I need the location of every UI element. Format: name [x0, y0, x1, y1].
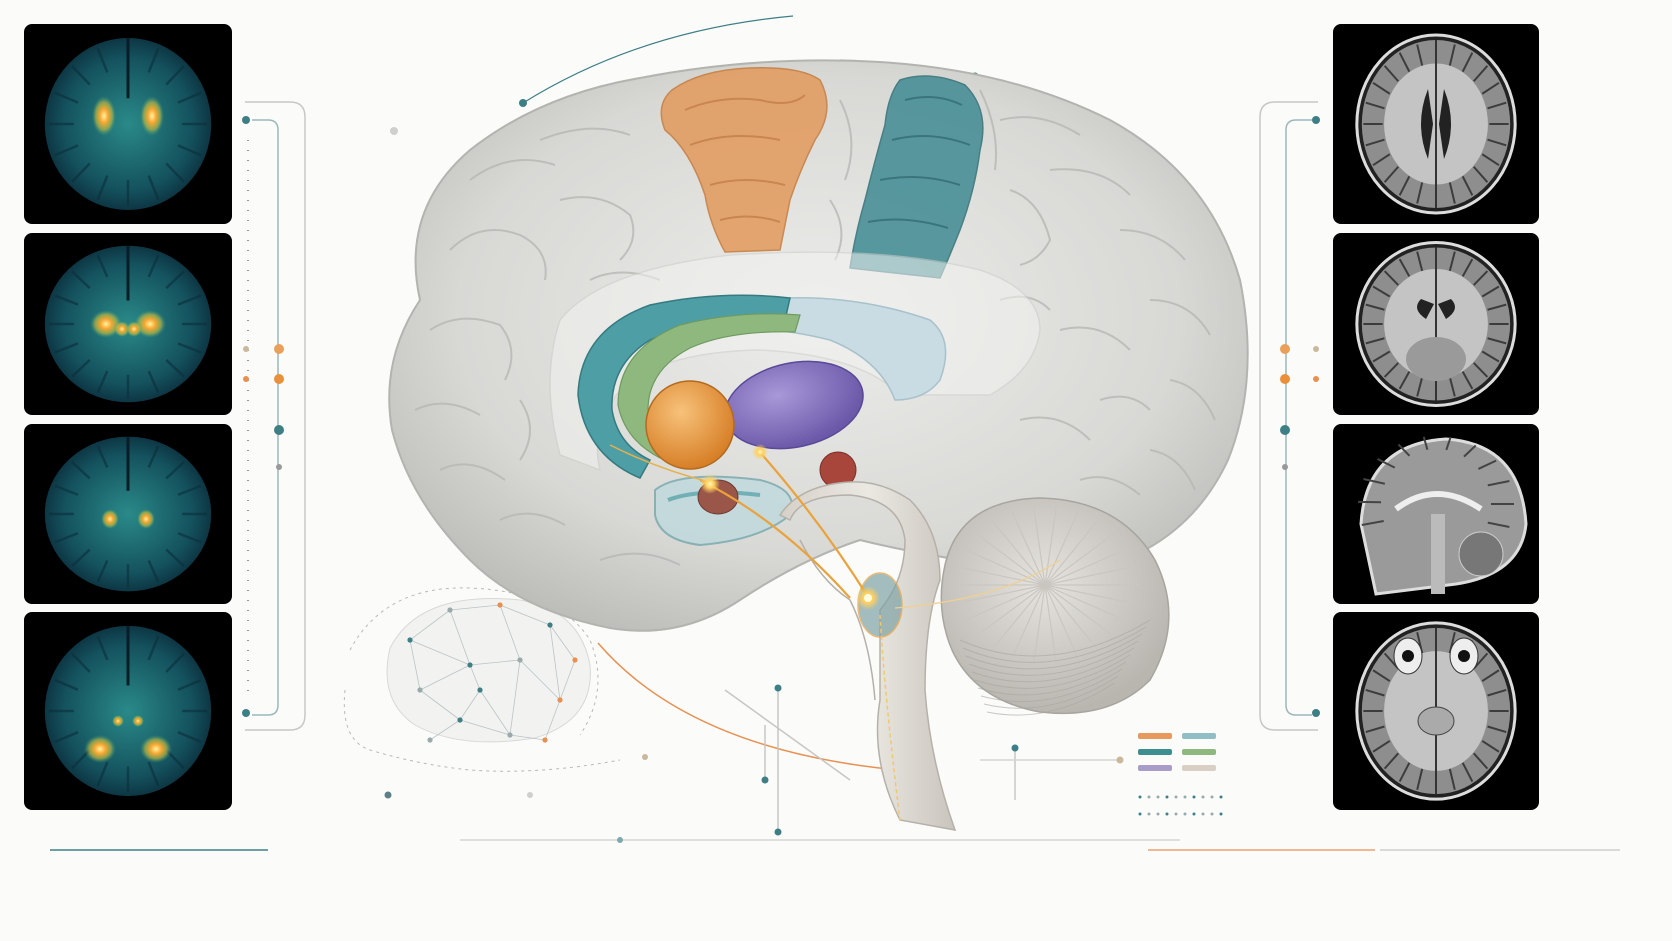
network-node — [557, 697, 563, 703]
legend-dot — [1156, 812, 1160, 816]
pet-hotspot — [137, 509, 155, 529]
mri-scan-image — [1355, 241, 1517, 407]
legend-dot — [1210, 795, 1214, 799]
network-node — [517, 657, 523, 663]
pet-scan-image — [44, 436, 212, 592]
brain-illustration — [388, 59, 1249, 831]
decorative-dots — [242, 72, 1320, 843]
legend-dot — [1183, 812, 1187, 816]
pet-hotspot — [114, 321, 130, 337]
motor-cortex — [660, 67, 828, 253]
signal-node — [700, 474, 720, 494]
pet-scan-3 — [24, 424, 232, 604]
network-node — [477, 687, 483, 693]
legend-dot — [1201, 795, 1205, 799]
pet-scan-1 — [24, 24, 232, 224]
mri-scan-image — [1358, 436, 1528, 596]
pet-scan-2 — [24, 233, 232, 415]
legend-dot-grid — [1138, 795, 1223, 816]
decorative-lines — [50, 15, 1620, 851]
pet-hotspot — [101, 509, 119, 529]
network-node — [507, 732, 513, 738]
legend-dot — [1165, 812, 1169, 816]
legend-swatch — [1138, 765, 1172, 771]
pet-scan-image — [44, 245, 212, 403]
network-node — [417, 687, 423, 693]
pet-scan-image — [44, 625, 212, 797]
legend-dot — [1156, 795, 1160, 799]
mri-scan-1 — [1333, 24, 1539, 224]
legend-dot — [1192, 795, 1196, 799]
legend-dot — [1165, 795, 1169, 799]
pet-hotspot — [126, 321, 142, 337]
pet-hotspot — [132, 715, 144, 727]
legend-dot — [1201, 812, 1205, 816]
legend-dot — [1219, 795, 1223, 799]
legend-dot — [1192, 812, 1196, 816]
network-node — [407, 637, 413, 643]
legend-swatch — [1182, 749, 1216, 755]
legend-dot — [1219, 812, 1223, 816]
somatosensory-gyri — [867, 95, 971, 229]
brainstem — [778, 481, 957, 831]
caudate-nucleus — [645, 380, 735, 470]
pet-scan-image — [44, 38, 212, 210]
network-node — [447, 607, 453, 613]
legend-dot — [1183, 795, 1187, 799]
legend-dot — [1174, 812, 1178, 816]
color-legend — [1138, 733, 1216, 771]
legend-dot — [1138, 812, 1142, 816]
legend-swatch — [1182, 733, 1216, 739]
network-node — [427, 737, 433, 743]
pet-scan-4 — [24, 612, 232, 810]
pet-hotspot — [84, 735, 116, 763]
pet-hotspot — [90, 310, 122, 338]
legend-swatch — [1182, 765, 1216, 771]
network-node — [457, 717, 463, 723]
mri-scan-2 — [1333, 233, 1539, 415]
wireframe-brain — [343, 587, 621, 772]
legend-dot — [1210, 812, 1214, 816]
network-node — [542, 737, 548, 743]
signal-node — [752, 444, 768, 460]
legend-dot — [1138, 795, 1142, 799]
pet-hotspot — [134, 310, 166, 338]
pet-hotspot — [140, 96, 164, 136]
pet-hotspot — [92, 96, 116, 136]
legend-swatch — [1138, 749, 1172, 755]
neural-pathway — [609, 444, 1061, 821]
network-node — [467, 662, 473, 668]
network-node — [497, 602, 503, 608]
legend-swatch — [1138, 733, 1172, 739]
mri-scan-image — [1355, 33, 1517, 215]
arbor-vitae — [950, 505, 1140, 665]
network-node — [547, 622, 553, 628]
legend-dot — [1147, 812, 1151, 816]
mri-scan-image — [1355, 621, 1517, 801]
pet-hotspot — [112, 715, 124, 727]
mri-scan-4 — [1333, 612, 1539, 810]
mri-scan-3 — [1333, 424, 1539, 604]
legend-dot — [1147, 795, 1151, 799]
motor-cortex-gyri — [684, 94, 806, 223]
pet-hotspot — [140, 735, 172, 763]
legend-dot — [1174, 795, 1178, 799]
network-node — [572, 657, 578, 663]
